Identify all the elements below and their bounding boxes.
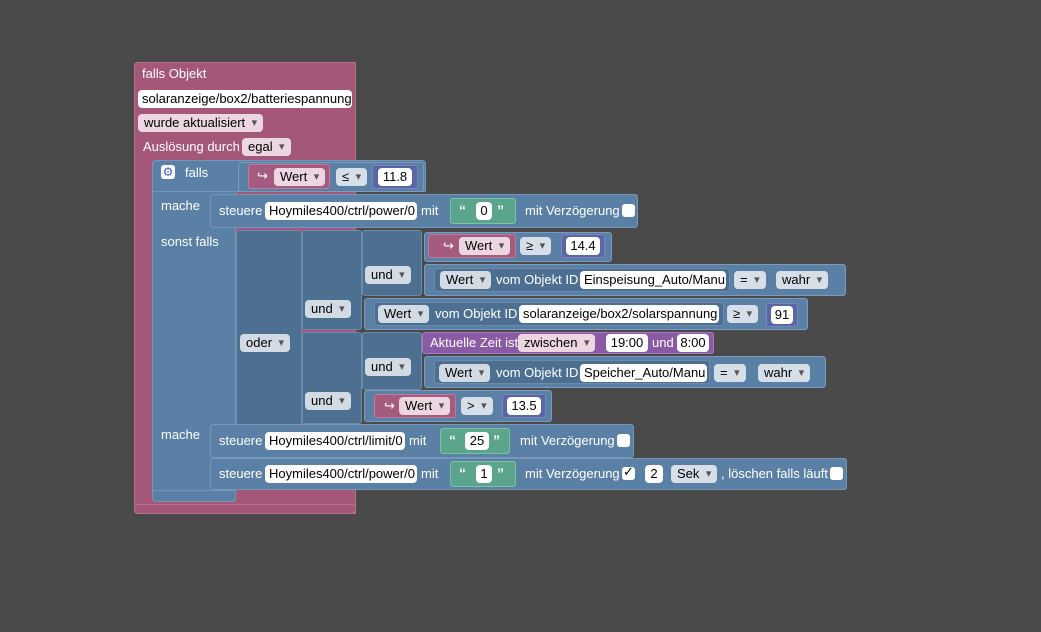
target-field-3[interactable]: Hoymiles400/ctrl/power/0	[265, 465, 417, 483]
sel-dropdown-b[interactable]: Wert	[440, 271, 492, 289]
mache-label-2: mache	[161, 427, 201, 442]
mache-label-1: mache	[161, 198, 201, 213]
delay-checkbox-3[interactable]	[622, 464, 635, 480]
time-from-field[interactable]: 19:00	[606, 334, 648, 352]
steuere-label-3: steuere	[219, 466, 263, 481]
var-dropdown-a[interactable]: Wert	[459, 237, 511, 255]
quote-open-icon: “	[459, 202, 466, 218]
or-block[interactable]	[236, 230, 302, 426]
return-arrow-icon: ↪	[384, 398, 395, 413]
trigger-title: falls Objekt	[142, 66, 207, 81]
number-field-1[interactable]: 11.8	[378, 168, 412, 186]
trigger-by-label: Auslösung durch	[143, 139, 240, 154]
object-id-field[interactable]: solaranzeige/box2/batteriespannung	[138, 90, 352, 108]
quote-close-icon: ”	[493, 432, 500, 448]
clear-checkbox[interactable]	[830, 467, 843, 480]
op-dropdown-a[interactable]: ≥	[520, 237, 552, 255]
op-dropdown-f[interactable]: >	[461, 397, 493, 415]
delay-field[interactable]: 2	[645, 465, 663, 483]
steuere-label-1: steuere	[219, 203, 263, 218]
and-dropdown-bottom[interactable]: und	[305, 392, 351, 410]
return-arrow-icon: ↪	[443, 238, 454, 253]
and-dropdown-inner-2[interactable]: und	[365, 358, 411, 376]
number-field-c[interactable]: 91	[771, 306, 793, 324]
event-dropdown[interactable]: wurde aktualisiert	[138, 114, 264, 132]
val-dropdown-b[interactable]: wahr	[776, 271, 829, 289]
quote-open-icon: “	[449, 432, 456, 448]
text-field-2[interactable]: 25	[465, 432, 489, 450]
return-arrow-icon: ↪	[257, 168, 268, 183]
clear-label: , löschen falls läuft	[721, 466, 828, 481]
trigger-block-bottom	[134, 504, 356, 514]
if-block-bottom	[152, 490, 236, 502]
text-field-1[interactable]: 0	[476, 202, 492, 220]
time-mode-dropdown[interactable]: zwischen	[518, 334, 596, 352]
and-dropdown-inner-1[interactable]: und	[365, 266, 411, 284]
delay-label-3: mit Verzögerung	[525, 466, 620, 481]
mit-label-1: mit	[421, 203, 439, 218]
quote-close-icon: ”	[497, 202, 504, 218]
unit-dropdown[interactable]: Sek	[671, 465, 718, 483]
val-dropdown-e[interactable]: wahr	[758, 364, 811, 382]
sel-dropdown-e[interactable]: Wert	[439, 364, 491, 382]
quote-close-icon: ”	[497, 465, 504, 481]
and-block-inner-1[interactable]	[362, 230, 422, 296]
sonst-falls-label: sonst falls	[161, 234, 219, 249]
object-field-e[interactable]: Speicher_Auto/Manu	[580, 364, 707, 382]
vom-label-e: vom Objekt ID	[496, 365, 579, 380]
time-to-field[interactable]: 8:00	[677, 334, 709, 352]
delay-checkbox-1[interactable]	[622, 204, 635, 217]
steuere-label-2: steuere	[219, 433, 263, 448]
op-dropdown-1[interactable]: ≤	[336, 168, 368, 186]
object-field-c[interactable]: solaranzeige/box2/solarspannung	[519, 305, 719, 323]
trigger-by-dropdown[interactable]: egal	[242, 138, 291, 156]
vom-label-c: vom Objekt ID	[435, 306, 518, 321]
gear-icon[interactable]: ⚙	[161, 165, 175, 179]
sel-dropdown-c[interactable]: Wert	[378, 305, 430, 323]
mit-label-2: mit	[409, 433, 427, 448]
or-dropdown[interactable]: oder	[240, 334, 291, 352]
target-field-1[interactable]: Hoymiles400/ctrl/power/0	[265, 202, 417, 220]
number-field-f[interactable]: 13.5	[507, 397, 541, 415]
falls-label: falls	[185, 165, 209, 180]
delay-label-2: mit Verzögerung	[520, 433, 615, 448]
number-field-a[interactable]: 14.4	[566, 237, 600, 255]
op-dropdown-c[interactable]: ≥	[727, 305, 759, 323]
mit-label-3: mit	[421, 466, 439, 481]
text-field-3[interactable]: 1	[476, 465, 492, 483]
op-dropdown-e[interactable]: =	[714, 364, 746, 382]
object-field-b[interactable]: Einspeisung_Auto/Manu	[580, 271, 726, 289]
quote-open-icon: “	[459, 465, 466, 481]
vom-label-b: vom Objekt ID	[496, 272, 579, 287]
target-field-2[interactable]: Hoymiles400/ctrl/limit/0	[265, 432, 405, 450]
time-und-label: und	[652, 335, 674, 350]
op-dropdown-b[interactable]: =	[734, 271, 766, 289]
var-dropdown-f[interactable]: Wert	[399, 397, 451, 415]
and-dropdown-top[interactable]: und	[305, 300, 351, 318]
var-dropdown-1[interactable]: Wert	[274, 168, 326, 186]
delay-label-1: mit Verzögerung	[525, 203, 620, 218]
delay-checkbox-2[interactable]	[617, 434, 630, 447]
and-block-bottom[interactable]	[302, 332, 362, 424]
time-label-d: Aktuelle Zeit ist	[430, 335, 519, 350]
